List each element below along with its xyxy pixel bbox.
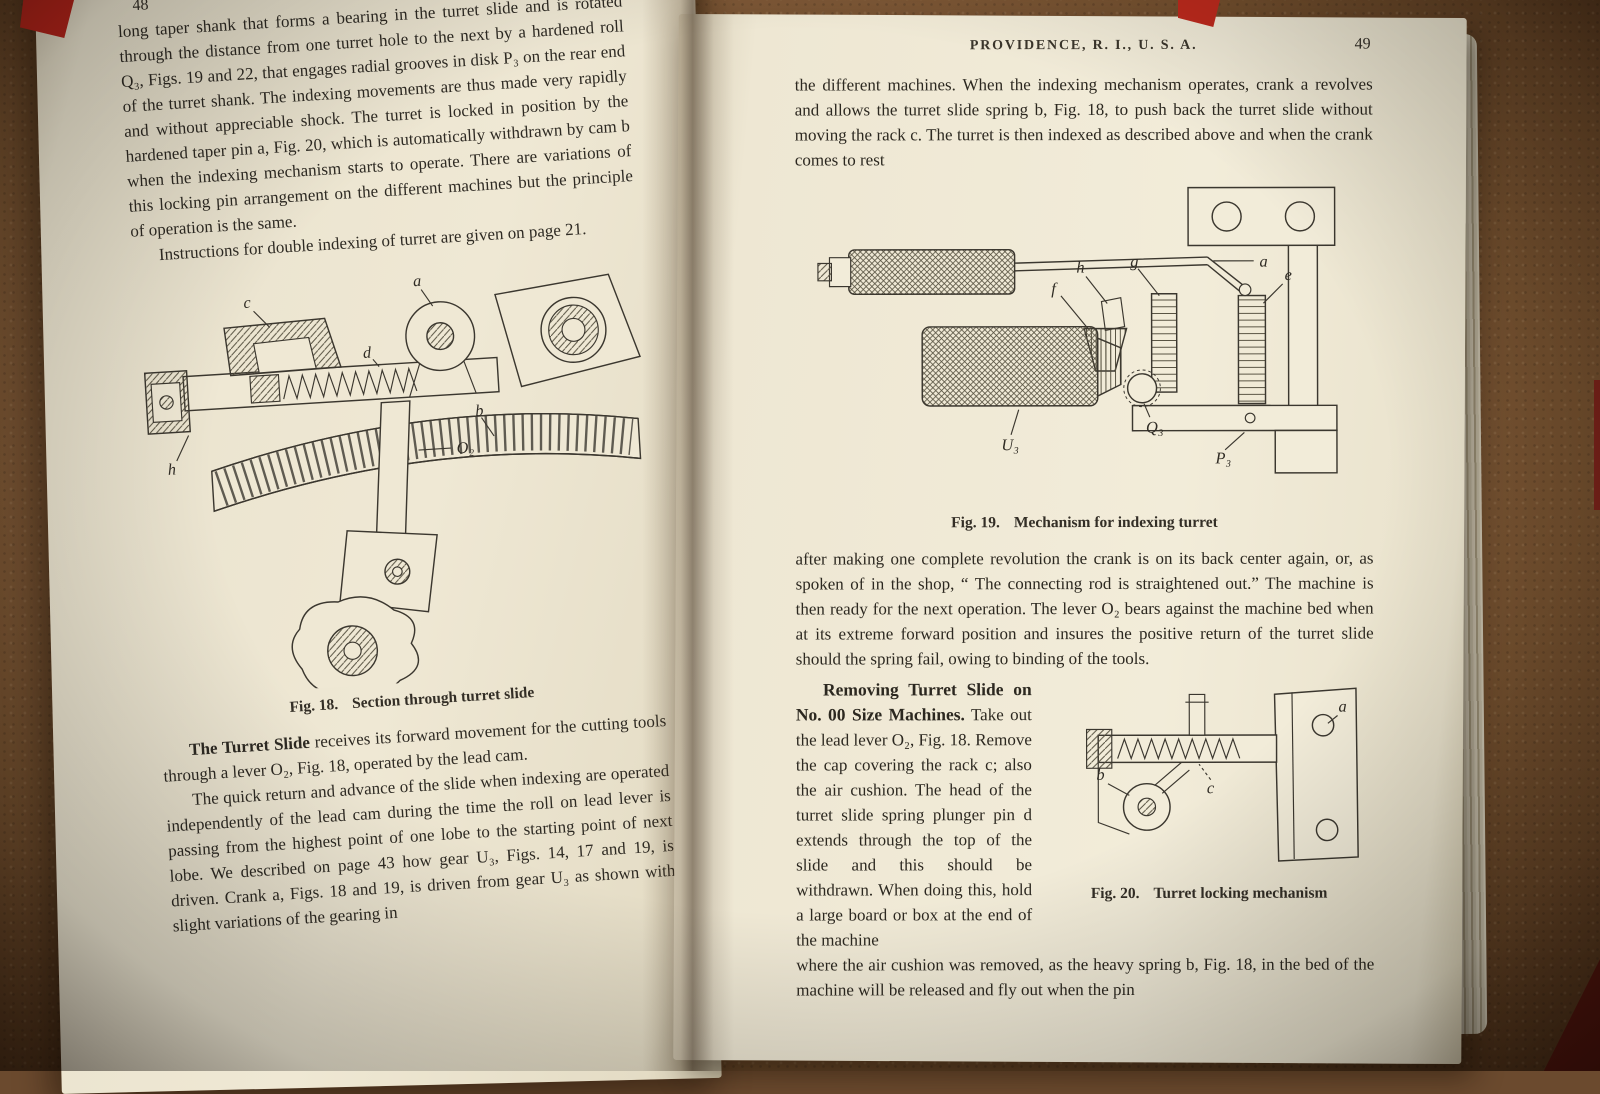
right-page-header: PROVIDENCE, R. I., U. S. A. 49 xyxy=(795,36,1373,63)
right-paragraph-4: where the air cushion was removed, as th… xyxy=(796,954,1375,1000)
left-page: BROWN & SHARPE M 48 long taper shank tha… xyxy=(34,0,722,1094)
right-page-content: PROVIDENCE, R. I., U. S. A. 49 the diffe… xyxy=(795,36,1375,1003)
fig18-label-a: a xyxy=(412,272,421,290)
fig19-caption: Fig. 19. Mechanism for indexing turret xyxy=(795,514,1373,533)
left-page-number: 48 xyxy=(131,0,149,15)
right-page: PROVIDENCE, R. I., U. S. A. 49 the diffe… xyxy=(673,13,1467,1065)
fig18-caption-title: Section through turret slide xyxy=(351,684,535,713)
fig19-label-e: e xyxy=(1285,265,1292,284)
fig19-caption-title: Mechanism for indexing turret xyxy=(1013,513,1218,532)
red-edge-sliver-right xyxy=(1594,380,1600,510)
fig19-label-u3: U₃ xyxy=(1001,435,1019,454)
fig18-drawing: c a d b h O₂ xyxy=(143,272,642,696)
fig19-caption-number: Fig. 19. xyxy=(951,514,1000,532)
fig19-label-q3: Q₃ xyxy=(1146,418,1164,437)
right-paragraph-1: the different machines. When the indexin… xyxy=(794,74,1373,170)
left-paragraph-4: The quick return and advance of the slid… xyxy=(166,760,676,936)
fig19-label-f: f xyxy=(1051,279,1058,298)
fig20-drawing: a b c xyxy=(1085,687,1359,862)
fig19-label-a: a xyxy=(1259,252,1267,271)
fig18-label-c: c xyxy=(243,294,252,312)
fig18-label-o2: O₂ xyxy=(456,438,475,457)
fig19-label-h: h xyxy=(1076,258,1084,277)
fig20-label-a: a xyxy=(1339,697,1347,716)
fig18-label-h: h xyxy=(167,460,176,478)
right-page-number: 49 xyxy=(1354,35,1371,53)
fig20-caption-number: Fig. 20. xyxy=(1090,884,1140,903)
fig19-label-g: g xyxy=(1130,252,1138,271)
left-paragraph-3-lead: The Turret Slide xyxy=(188,732,311,760)
figure-20: a b c Fig. 20. Turret locking mechanism xyxy=(1044,681,1374,907)
right-wrap-section: a b c Fig. 20.Turret locking mechanism R… xyxy=(796,677,1375,1003)
fig20-label-c: c xyxy=(1207,778,1215,797)
figure-19: a g h f e Q₃ U₃ P₃ Fig. 19. Mechanism for… xyxy=(795,182,1374,533)
fig19-label-p3: P₃ xyxy=(1214,448,1231,467)
fig18-label-d: d xyxy=(362,343,372,362)
figure-18: c a d b h O₂ Fig. 18. Section through tur… xyxy=(133,244,665,725)
left-page-content: BROWN & SHARPE M 48 long taper shank tha… xyxy=(115,0,678,938)
fig18-caption-number: Fig. 18. xyxy=(289,696,339,716)
fig19-drawing: a g h f e Q₃ U₃ P₃ xyxy=(817,186,1338,474)
right-running-head: PROVIDENCE, R. I., U. S. A. xyxy=(969,37,1198,54)
fig20-label-b: b xyxy=(1096,765,1104,784)
fig20-caption: Fig. 20. Turret locking mechanism xyxy=(1044,881,1374,907)
fig20-caption-title: Turret locking mechanism xyxy=(1153,884,1328,902)
right-paragraph-2: after making one complete revolution the… xyxy=(795,548,1374,669)
right-paragraph-3-text: Take out the lead lever O₂, Fig. 18. Rem… xyxy=(795,705,1033,950)
fig18-label-b: b xyxy=(475,402,484,420)
left-paragraph-1: long taper shank that forms a bearing in… xyxy=(117,0,634,241)
